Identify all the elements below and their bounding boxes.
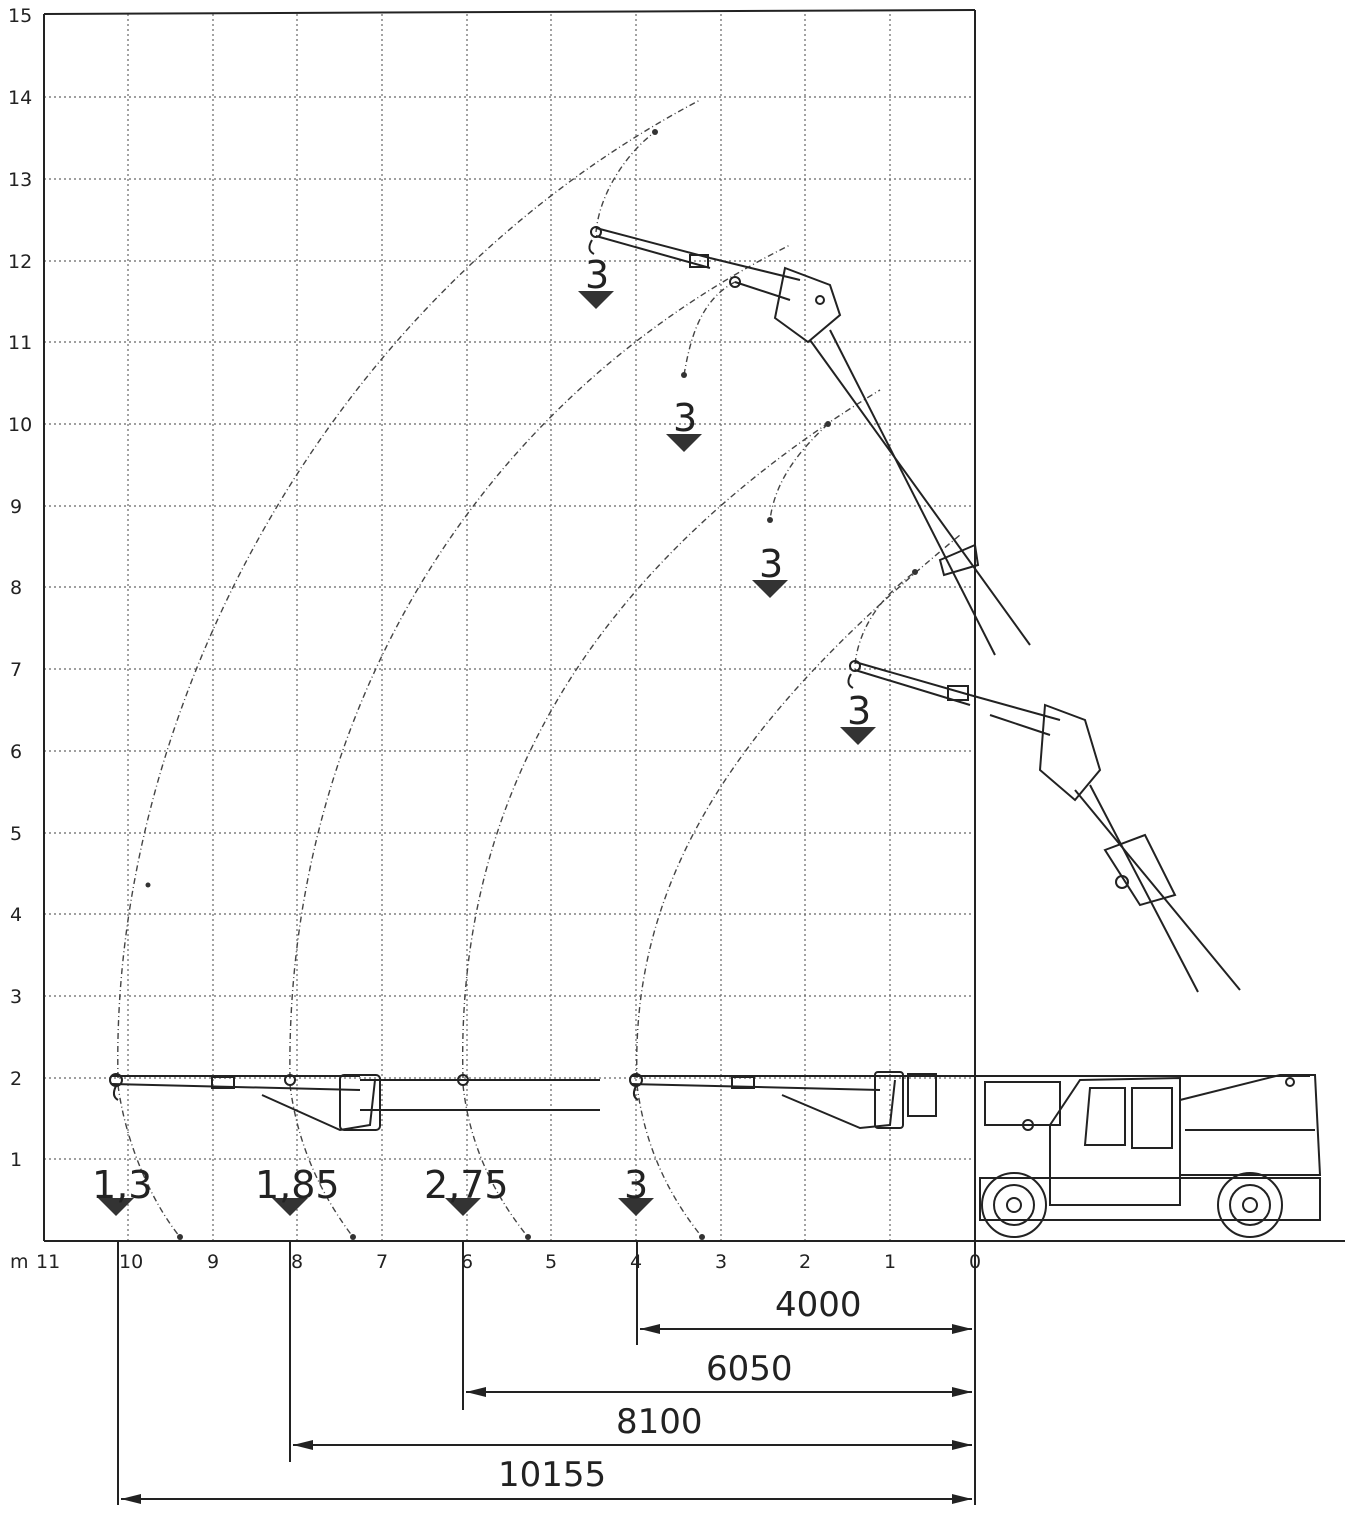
reach-arcs — [117, 99, 961, 1238]
x-tick-1: 1 — [884, 1251, 896, 1273]
hook-arc-mid — [769, 423, 829, 521]
reach-arc-4 — [636, 534, 961, 1079]
boom-lower — [847, 543, 1241, 993]
x-tick-8: 8 — [291, 1251, 303, 1273]
dimension-10155: 10155 — [498, 1455, 606, 1495]
y-tick-15: 15 — [8, 5, 32, 27]
arc-end-dots — [145, 129, 918, 1240]
hook-swing-4 — [636, 1084, 703, 1238]
x-tick-10: 10 — [119, 1251, 143, 1273]
hook-arc-upper — [683, 281, 736, 376]
reach-arc-3 — [462, 389, 881, 1079]
y-tick-3: 3 — [10, 986, 22, 1008]
dimension-6050: 6050 — [706, 1349, 793, 1389]
hook-swing-2 — [289, 1084, 354, 1238]
y-tick-11: 11 — [8, 332, 32, 354]
y-tick-12: 12 — [8, 251, 32, 273]
grid — [44, 14, 975, 1241]
reach-arc-2 — [289, 244, 791, 1079]
x-tick-11: 11 — [36, 1251, 60, 1273]
y-axis-labels: 15 14 13 12 11 10 9 8 7 6 5 4 3 2 1 — [8, 5, 32, 1171]
y-tick-13: 13 — [8, 169, 32, 191]
y-tick-4: 4 — [10, 904, 22, 926]
y-tick-6: 6 — [10, 741, 22, 763]
hook-swing-3 — [462, 1084, 529, 1238]
load-label-upper-1: 3 — [585, 253, 609, 297]
y-tick-8: 8 — [10, 577, 22, 599]
load-labels: 1,3 1,85 2,75 3 3 3 3 3 — [92, 253, 871, 1207]
load-label-upper-2: 3 — [673, 396, 697, 440]
hook-arc-top — [595, 131, 656, 233]
dimension-lines — [117, 1241, 976, 1505]
dimension-4000: 4000 — [775, 1285, 862, 1325]
load-label-upper-4: 3 — [847, 689, 871, 733]
y-tick-1: 1 — [10, 1149, 22, 1171]
y-tick-7: 7 — [10, 659, 22, 681]
load-arrows — [98, 291, 876, 1216]
x-tick-7: 7 — [376, 1251, 388, 1273]
boom-upper — [588, 226, 1031, 656]
x-tick-6: 6 — [461, 1251, 473, 1273]
x-axis-labels: m 11 10 9 8 7 6 5 4 3 2 1 0 — [10, 1251, 981, 1273]
load-arrow-1 — [98, 1198, 134, 1216]
x-tick-9: 9 — [207, 1251, 219, 1273]
y-tick-2: 2 — [10, 1068, 22, 1090]
x-tick-5: 5 — [545, 1251, 557, 1273]
boom-horizontal — [109, 1071, 1310, 1132]
x-tick-2: 2 — [799, 1251, 811, 1273]
load-arrow-2 — [272, 1198, 308, 1216]
y-tick-10: 10 — [8, 414, 32, 436]
y-tick-9: 9 — [10, 496, 22, 518]
x-unit-label: m — [10, 1251, 29, 1273]
x-tick-3: 3 — [715, 1251, 727, 1273]
dimension-labels: 4000 6050 8100 10155 — [498, 1285, 862, 1495]
chart-frame — [43, 9, 1345, 1242]
load-arrow-upper-4 — [840, 727, 876, 745]
load-arrow-upper-3 — [752, 580, 788, 598]
load-arrow-3 — [445, 1198, 481, 1216]
load-label-upper-3: 3 — [759, 542, 783, 586]
y-tick-5: 5 — [10, 823, 22, 845]
y-tick-14: 14 — [8, 87, 32, 109]
hook-arc-lower — [854, 571, 916, 665]
load-arrow-upper-1 — [578, 291, 614, 309]
reach-arc-outer — [117, 99, 701, 1079]
dimension-arrowheads — [121, 1324, 972, 1504]
load-label-4: 3 — [624, 1163, 648, 1207]
load-arrow-upper-2 — [666, 434, 702, 452]
dimension-8100: 8100 — [616, 1402, 703, 1442]
load-arrow-4 — [618, 1198, 654, 1216]
load-label-1: 1,3 — [92, 1163, 152, 1207]
load-label-3: 2,75 — [424, 1163, 509, 1207]
load-label-2: 1,85 — [255, 1163, 340, 1207]
hook-swing-1 — [117, 1084, 181, 1238]
crane-vehicle — [979, 1074, 1322, 1238]
